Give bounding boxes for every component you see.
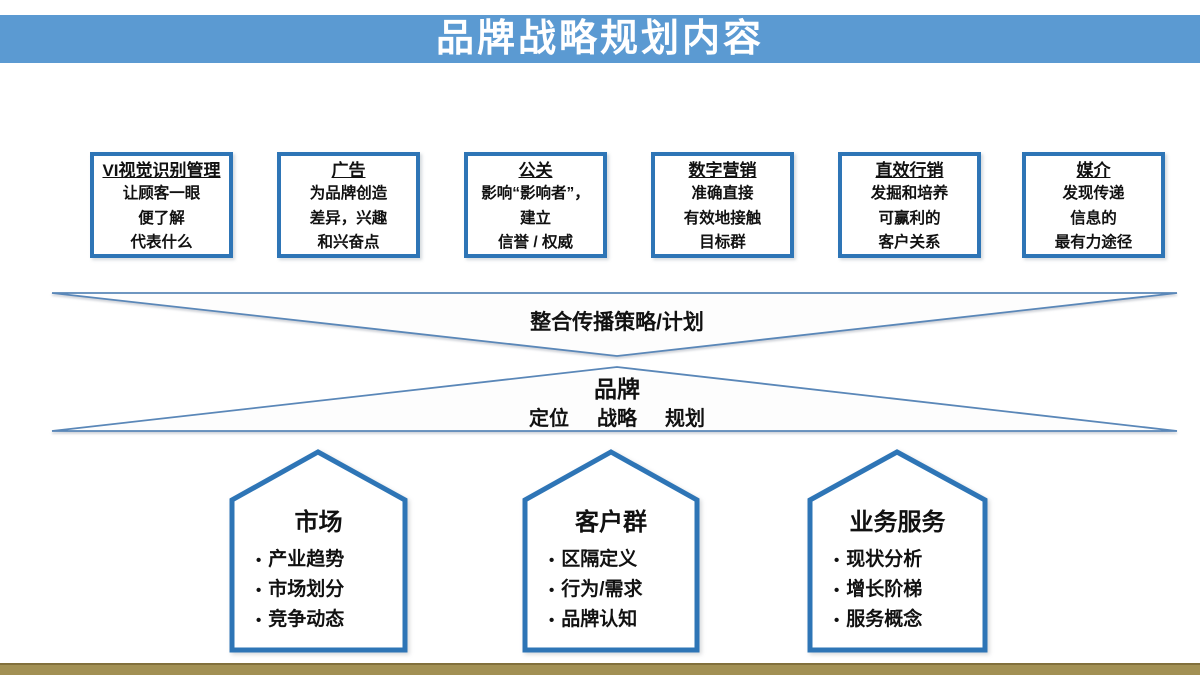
box-line: 信息的 bbox=[1070, 209, 1117, 227]
top-box-digital-marketing: 数字营销 准确直接 有效地接触 目标群 bbox=[651, 152, 794, 258]
box-title: 媒介 bbox=[1076, 161, 1111, 180]
house-bullet: • 市场划分 bbox=[236, 575, 401, 605]
box-line: 客户关系 bbox=[878, 234, 941, 251]
top-box-direct-marketing: 直效行销 发掘和培养 可赢利的 客户关系 bbox=[838, 152, 981, 258]
integration-strategy-label: 整合传播策略/计划 bbox=[530, 311, 704, 334]
house-bullet-text: 竞争动态 bbox=[268, 609, 345, 630]
bullet-icon: • bbox=[834, 612, 840, 629]
bullet-icon: • bbox=[834, 552, 840, 569]
bullet-icon: • bbox=[256, 552, 262, 569]
box-title: 数字营销 bbox=[688, 161, 757, 180]
bullet-icon: • bbox=[549, 612, 555, 629]
house-bullet-text: 品牌认知 bbox=[561, 609, 638, 630]
top-box-advertising: 广告 为品牌创造 差异，兴趣 和兴奋点 bbox=[277, 152, 420, 258]
box-line: 影响“影响者”， bbox=[481, 185, 590, 202]
box-line: 信誉 / 权威 bbox=[498, 234, 573, 251]
brand-term-planning: 规划 bbox=[665, 408, 705, 430]
box-title: 公关 bbox=[518, 161, 553, 180]
house-bullet-text: 产业趋势 bbox=[268, 549, 345, 570]
house-bullet: • 品牌认知 bbox=[529, 605, 693, 635]
box-line: 可赢利的 bbox=[878, 209, 941, 227]
box-line: 建立 bbox=[519, 209, 551, 227]
title-band: 品牌战略规划内容 bbox=[0, 15, 1200, 63]
house-title: 客户群 bbox=[575, 509, 647, 536]
house-bullet: • 行为/需求 bbox=[529, 575, 693, 605]
box-line: 最有力途径 bbox=[1054, 234, 1133, 251]
house-bullet-text: 行为/需求 bbox=[561, 579, 643, 600]
bullet-icon: • bbox=[549, 582, 555, 599]
house-bullet-text: 现状分析 bbox=[846, 549, 923, 570]
house-bullet: • 产业趋势 bbox=[236, 545, 401, 575]
house-bullet-text: 增长阶梯 bbox=[846, 579, 923, 600]
house-bullet: • 服务概念 bbox=[814, 605, 981, 635]
bullet-icon: • bbox=[834, 582, 840, 599]
brand-label: 品牌 bbox=[594, 376, 640, 402]
house-bullet: • 竞争动态 bbox=[236, 605, 401, 635]
top-box-media: 媒介 发现传递 信息的 最有力途径 bbox=[1022, 152, 1165, 258]
house-bullet: • 区隔定义 bbox=[529, 545, 693, 575]
footer-gold-band bbox=[0, 663, 1200, 675]
brand-terms-row: 定位 战略 规划 bbox=[442, 402, 792, 431]
box-line: 发现传递 bbox=[1062, 185, 1125, 202]
house-services-content: 业务服务 • 现状分析 • 增长阶梯 • 服务概念 bbox=[814, 508, 981, 635]
brand-term-strategy: 战略 bbox=[597, 408, 637, 430]
house-title: 业务服务 bbox=[849, 509, 946, 536]
box-line: 便了解 bbox=[138, 209, 185, 227]
house-bullet: • 增长阶梯 bbox=[814, 575, 981, 605]
house-bullet-text: 区隔定义 bbox=[561, 549, 638, 570]
house-bullet-text: 市场划分 bbox=[268, 579, 345, 600]
brand-term-positioning: 定位 bbox=[529, 408, 569, 430]
house-title: 市场 bbox=[294, 509, 343, 536]
box-title: 广告 bbox=[331, 161, 366, 180]
box-line: 有效地接触 bbox=[683, 209, 762, 227]
box-title: VI视觉识别管理 bbox=[102, 161, 221, 180]
house-bullet: • 现状分析 bbox=[814, 545, 981, 575]
box-line: 让顾客一眼 bbox=[122, 185, 201, 202]
house-customers-content: 客户群 • 区隔定义 • 行为/需求 • 品牌认知 bbox=[529, 508, 693, 635]
box-line: 发掘和培养 bbox=[870, 185, 949, 202]
bullet-icon: • bbox=[256, 582, 262, 599]
slide-title: 品牌战略规划内容 bbox=[435, 18, 764, 60]
box-line: 代表什么 bbox=[130, 234, 193, 251]
box-line: 准确直接 bbox=[691, 185, 754, 202]
house-market-content: 市场 • 产业趋势 • 市场划分 • 竞争动态 bbox=[236, 508, 401, 635]
bullet-icon: • bbox=[549, 552, 555, 569]
box-line: 和兴奋点 bbox=[317, 234, 380, 251]
box-title: 直效行销 bbox=[875, 161, 944, 180]
box-line: 目标群 bbox=[699, 234, 746, 251]
house-bullet-text: 服务概念 bbox=[846, 609, 923, 630]
box-line: 差异，兴趣 bbox=[309, 209, 388, 227]
top-box-vi: VI视觉识别管理 让顾客一眼 便了解 代表什么 bbox=[90, 152, 233, 258]
box-line: 为品牌创造 bbox=[309, 185, 388, 202]
bullet-icon: • bbox=[256, 612, 262, 629]
top-box-pr: 公关 影响“影响者”， 建立 信誉 / 权威 bbox=[464, 152, 607, 258]
